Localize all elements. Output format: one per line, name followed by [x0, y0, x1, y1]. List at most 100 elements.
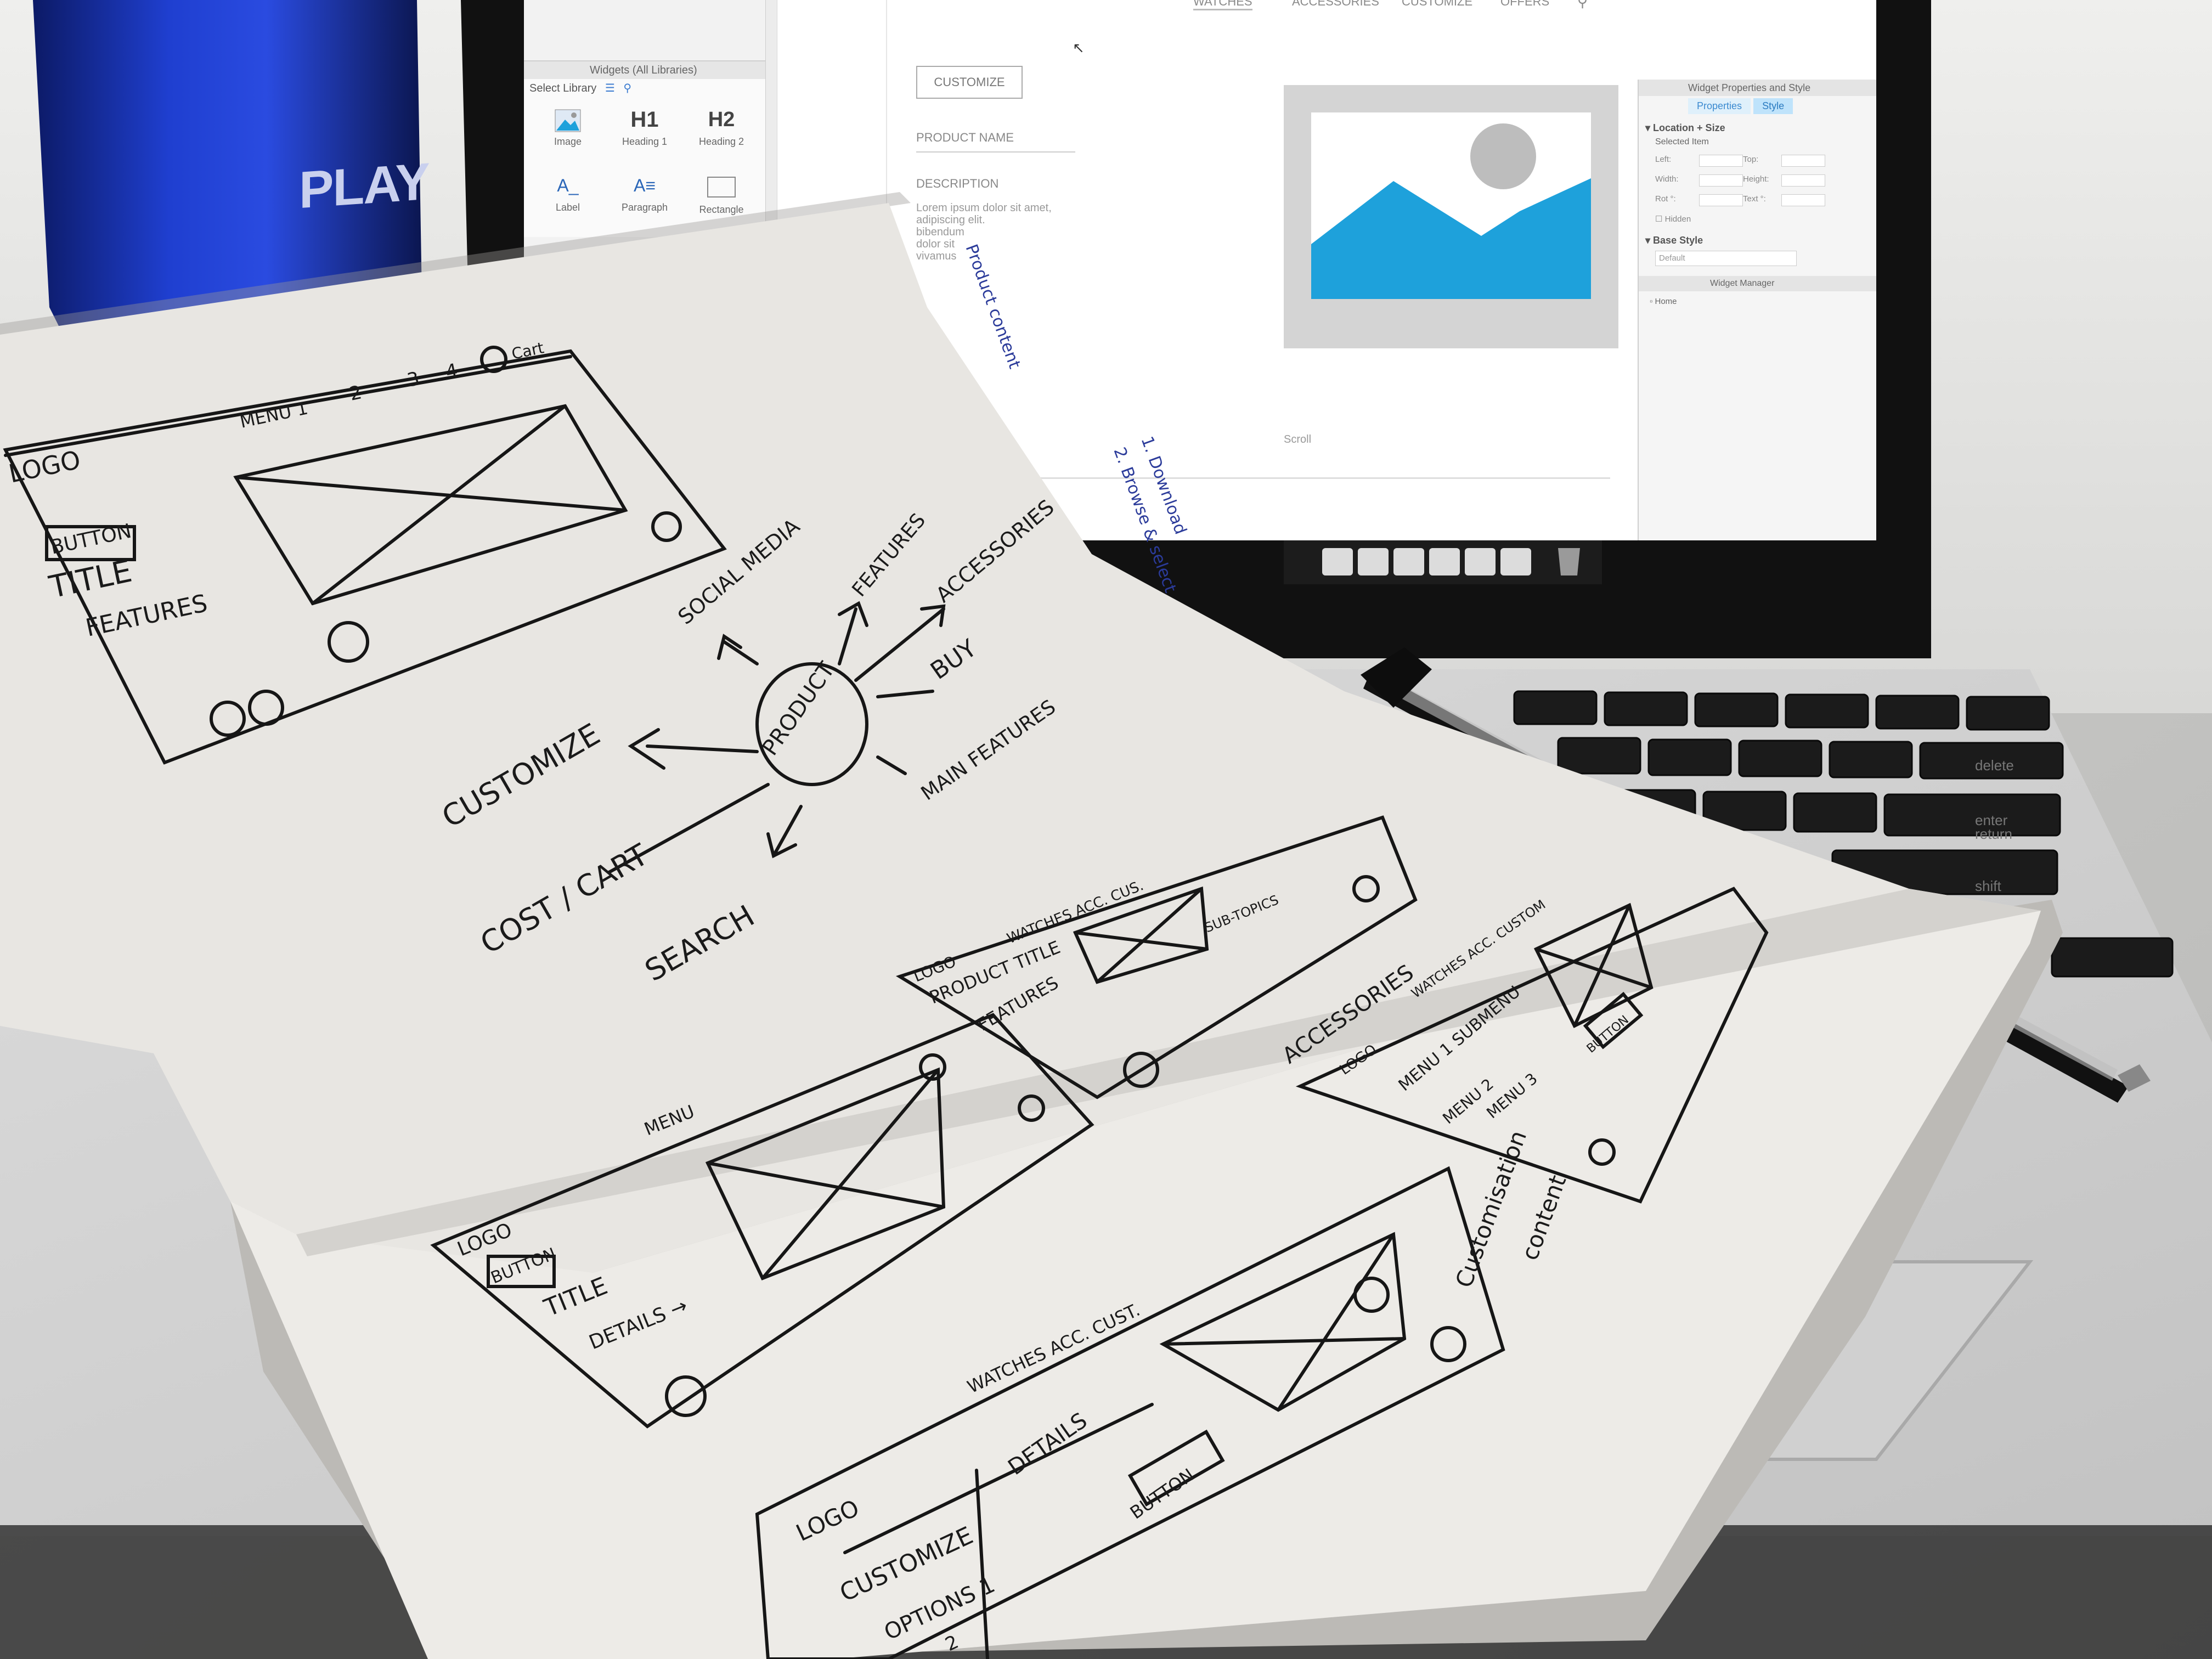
sun-icon [1470, 123, 1536, 189]
button-sketch [45, 525, 136, 561]
nav-watches[interactable]: WATCHES [1193, 0, 1252, 10]
image-placeholder[interactable] [1284, 85, 1618, 348]
properties-panel-title: Widget Properties and Style [1639, 80, 1876, 96]
widget-label-label: Label [555, 202, 580, 213]
location-size-section[interactable]: ▾ Location + Size [1645, 122, 1725, 133]
dock-app-icon[interactable] [1358, 548, 1389, 575]
heading1-icon: H1 [630, 108, 659, 132]
prototype-nav: WATCHES ACCESSORIES CUSTOMIZE OFFERS ⚲ [1166, 0, 1742, 22]
left-input[interactable] [1699, 155, 1743, 167]
svg-text:MENU 1 SUBMENU: MENU 1 SUBMENU [1395, 982, 1525, 1095]
sketch-c-frame [1295, 887, 1769, 1204]
dock [1284, 540, 1602, 584]
dock-app-icon[interactable] [1429, 548, 1460, 575]
arrow-search [772, 805, 803, 857]
svg-text:TITLE: TITLE [540, 1272, 611, 1322]
trash-icon[interactable] [1558, 548, 1580, 575]
widget-paragraph[interactable]: A≡ Paragraph [606, 169, 683, 235]
arrow-social-media [723, 640, 759, 665]
search-circle [480, 346, 507, 373]
svg-text:MENU: MENU [641, 1101, 697, 1140]
rotation-input[interactable] [1699, 194, 1743, 206]
arrow-main-features [876, 755, 907, 775]
nav-offers[interactable]: OFFERS [1500, 0, 1550, 8]
nav-search-icon[interactable]: ⚲ [1577, 0, 1588, 10]
dock-app-icon[interactable] [1393, 548, 1424, 575]
base-style-select[interactable]: Default [1655, 251, 1797, 266]
dock-app-icon[interactable] [1322, 548, 1353, 575]
rectangle-icon [707, 177, 736, 198]
mindmap-center-circle [755, 662, 868, 786]
nav-customize[interactable]: CUSTOMIZE [1402, 0, 1473, 8]
arrow-buy [876, 690, 934, 698]
sketch-b-frame [895, 815, 1418, 1099]
svg-text:LOGO: LOGO [792, 1494, 864, 1547]
height-input[interactable] [1781, 174, 1825, 187]
description-text: Lorem ipsum dolor sit amet, adipiscing e… [916, 202, 1052, 262]
nav-accessories[interactable]: ACCESSORIES [1292, 0, 1379, 8]
widget-heading1[interactable]: H1 Heading 1 [606, 103, 683, 169]
nav-arrow-circle [328, 621, 369, 663]
widget-rectangle[interactable]: Rectangle [683, 169, 760, 235]
image-icon [555, 109, 581, 132]
key-delete: delete [1975, 757, 2014, 774]
sketch-a-frame [430, 1013, 1094, 1429]
social-circle [248, 690, 284, 726]
hidden-checkbox[interactable]: ☐ Hidden [1655, 215, 1691, 224]
description-label: DESCRIPTION [916, 177, 999, 190]
menu-icon[interactable]: ☰ [605, 82, 615, 94]
arrow-customize [646, 744, 759, 753]
key-shift: shift [1975, 878, 2001, 894]
widget-heading2-label: Heading 2 [698, 136, 744, 147]
svg-text:LOGO: LOGO [1337, 1041, 1380, 1078]
heading2-icon: H2 [708, 108, 735, 131]
svg-text:SUB-TOPICS: SUB-TOPICS [1203, 892, 1281, 935]
select-library-label: Select Library [529, 82, 597, 94]
widgets-panel: Widgets (All Libraries) Select Library ☰… [524, 60, 776, 237]
widget-label[interactable]: A_ Label [529, 169, 606, 235]
base-style-section[interactable]: ▾ Base Style [1645, 235, 1703, 246]
svg-text:WATCHES ACC. CUSTOM: WATCHES ACC. CUSTOM [1408, 897, 1548, 1001]
top-input[interactable] [1781, 155, 1825, 167]
width-input[interactable] [1699, 174, 1743, 187]
position-fields: Left: Top: Width: Height: Rot °: Text °: [1639, 147, 1876, 206]
sketch-a-button [487, 1255, 556, 1288]
svg-text:content: content [1516, 1172, 1571, 1264]
dock-app-icon[interactable] [1465, 548, 1496, 575]
sketch-d-image [1159, 1232, 1407, 1412]
key-return: return [1975, 826, 2012, 842]
widget-heading2[interactable]: H2 Heading 2 [683, 103, 760, 169]
svg-text:DETAILS →: DETAILS → [586, 1294, 691, 1354]
nav-arrow-circle [651, 511, 682, 542]
arrow-features [838, 607, 857, 665]
svg-text:WATCHES ACC. CUST.: WATCHES ACC. CUST. [964, 1299, 1143, 1397]
selected-item-label: Selected Item [1655, 137, 1709, 146]
text-rotation-input[interactable] [1781, 194, 1825, 206]
key-enter: enter [1975, 812, 2008, 828]
dock-app-icon[interactable] [1500, 548, 1531, 575]
select-library-dropdown[interactable]: Select Library ☰ ⚲ [524, 79, 776, 98]
scroll-label: Scroll [1284, 433, 1312, 445]
widget-image-label: Image [554, 136, 582, 147]
widget-manager-title: Widget Manager [1639, 276, 1876, 291]
search-icon[interactable]: ⚲ [623, 82, 631, 94]
arrow-accessories [854, 607, 945, 682]
widget-image[interactable]: Image [529, 103, 606, 169]
tab-properties[interactable]: Properties [1688, 98, 1751, 114]
widget-rectangle-label: Rectangle [699, 204, 744, 215]
right-page [230, 889, 2041, 1659]
tab-style[interactable]: Style [1753, 98, 1793, 114]
mouse-cursor-icon: ↖ [1073, 40, 1085, 56]
svg-text:ACCESSORIES: ACCESSORIES [1278, 960, 1418, 1069]
water-bottle [33, 0, 422, 351]
widget-paragraph-label: Paragraph [621, 202, 668, 213]
svg-text:MENU 3: MENU 3 [1483, 1069, 1541, 1122]
properties-tabs: Properties Style [1639, 96, 1876, 117]
sketch-a-image [705, 1067, 946, 1280]
customize-button[interactable]: CUSTOMIZE [916, 66, 1023, 99]
svg-text:DETAILS: DETAILS [1003, 1408, 1092, 1480]
widget-manager-item[interactable]: ▫ Home [1650, 297, 1677, 306]
social-circle [210, 701, 246, 737]
